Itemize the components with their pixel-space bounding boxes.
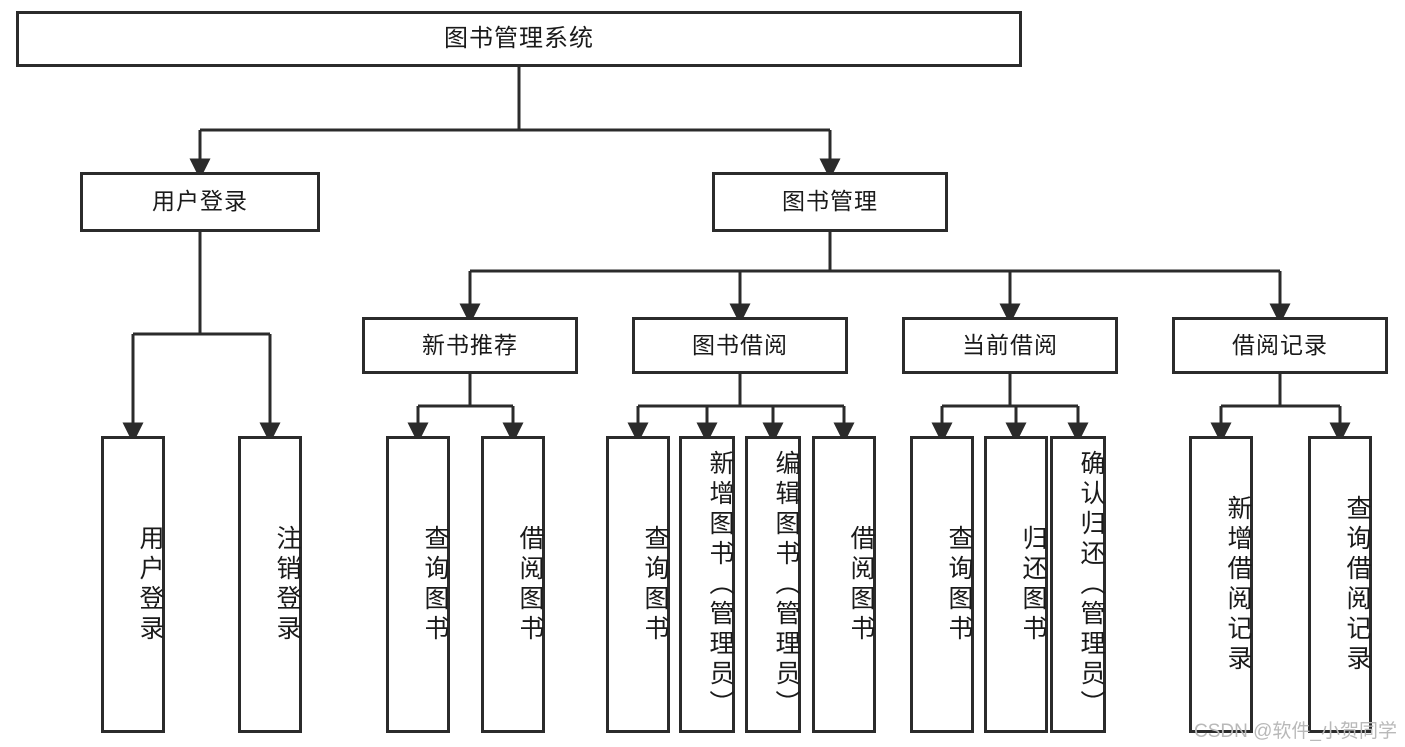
node-label: 归还图书 bbox=[1019, 524, 1047, 645]
node-label: 注销登录 bbox=[273, 524, 301, 645]
node-l4_11[interactable]: 新增借阅记录 bbox=[1189, 436, 1253, 733]
node-label: 图书借阅 bbox=[692, 331, 788, 358]
node-l3_0[interactable]: 新书推荐 bbox=[362, 317, 578, 374]
node-l2_0[interactable]: 用户登录 bbox=[80, 172, 320, 232]
node-label: 借阅记录 bbox=[1232, 331, 1328, 358]
node-l4_2[interactable]: 查询图书 bbox=[386, 436, 450, 733]
node-l4_6[interactable]: 编辑图书（管理员） bbox=[745, 436, 801, 733]
node-label: 查询图书 bbox=[421, 524, 449, 645]
node-l4_12[interactable]: 查询借阅记录 bbox=[1308, 436, 1372, 733]
node-label: 当前借阅 bbox=[962, 331, 1058, 358]
node-l4_3[interactable]: 借阅图书 bbox=[481, 436, 545, 733]
node-label: 查询图书 bbox=[945, 524, 973, 645]
node-label: 新书推荐 bbox=[422, 331, 518, 358]
node-label: 查询图书 bbox=[641, 524, 669, 645]
node-l4_10[interactable]: 确认归还（管理员） bbox=[1050, 436, 1106, 733]
node-l4_5[interactable]: 新增图书（管理员） bbox=[679, 436, 735, 733]
node-l3_3[interactable]: 借阅记录 bbox=[1172, 317, 1388, 374]
csdn-watermark: CSDN @软件_小贺同学 bbox=[1194, 721, 1397, 742]
node-label: 图书管理 bbox=[782, 188, 878, 215]
node-root[interactable]: 图书管理系统 bbox=[16, 11, 1022, 67]
node-label: 查询借阅记录 bbox=[1343, 494, 1371, 675]
node-label: 编辑图书（管理员） bbox=[772, 449, 800, 720]
node-l4_4[interactable]: 查询图书 bbox=[606, 436, 670, 733]
node-l4_1[interactable]: 注销登录 bbox=[238, 436, 302, 733]
node-label: 新增借阅记录 bbox=[1224, 494, 1252, 675]
node-l2_1[interactable]: 图书管理 bbox=[712, 172, 948, 232]
node-l3_2[interactable]: 当前借阅 bbox=[902, 317, 1118, 374]
node-l4_7[interactable]: 借阅图书 bbox=[812, 436, 876, 733]
node-l4_9[interactable]: 归还图书 bbox=[984, 436, 1048, 733]
node-label: 确认归还（管理员） bbox=[1077, 449, 1105, 720]
node-label: 用户登录 bbox=[152, 188, 248, 215]
node-label: 用户登录 bbox=[136, 524, 164, 645]
node-label: 借阅图书 bbox=[847, 524, 875, 645]
node-label: 借阅图书 bbox=[516, 524, 544, 645]
node-label: 图书管理系统 bbox=[444, 24, 594, 52]
node-l4_0[interactable]: 用户登录 bbox=[101, 436, 165, 733]
node-l3_1[interactable]: 图书借阅 bbox=[632, 317, 848, 374]
node-l4_8[interactable]: 查询图书 bbox=[910, 436, 974, 733]
node-label: 新增图书（管理员） bbox=[706, 449, 734, 720]
